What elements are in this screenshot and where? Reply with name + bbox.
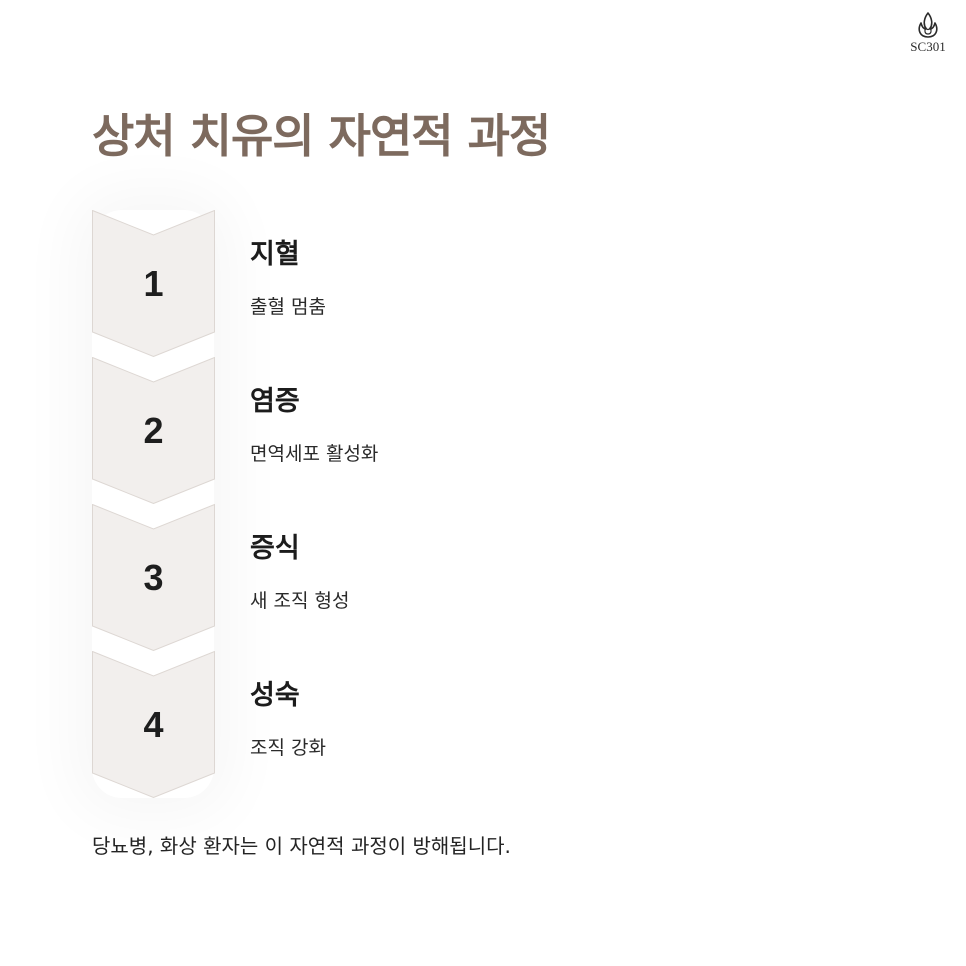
chevron-shape [92,210,215,357]
step-title: 증식 [250,533,300,564]
step-1: 1 지혈 출혈 멈춤 [92,210,692,357]
step-3: 3 증식 새 조직 형성 [92,504,692,651]
brand-logo: SC301 [904,12,952,55]
step-4: 4 성숙 조직 강화 [92,651,692,798]
step-description: 조직 강화 [250,737,326,759]
chevron-shape [92,357,215,504]
chevron-shape [92,504,215,651]
footnote: 당뇨병, 화상 환자는 이 자연적 과정이 방해됩니다. [92,834,511,858]
step-2: 2 염증 면역세포 활성화 [92,357,692,504]
chevron-shape [92,651,215,798]
step-title: 지혈 [250,239,300,270]
step-description: 새 조직 형성 [250,590,350,612]
page-title: 상처 치유의 자연적 과정 [92,109,551,163]
step-description: 출혈 멈춤 [250,296,326,318]
flame-logo-icon [918,12,938,38]
logo-text: SC301 [910,39,946,54]
step-number: 1 [143,262,164,304]
step-title: 염증 [250,386,300,417]
step-number: 3 [143,556,164,598]
step-description: 면역세포 활성화 [250,443,379,465]
step-title: 성숙 [250,680,300,711]
step-number: 4 [143,703,164,745]
step-number: 2 [143,409,164,451]
